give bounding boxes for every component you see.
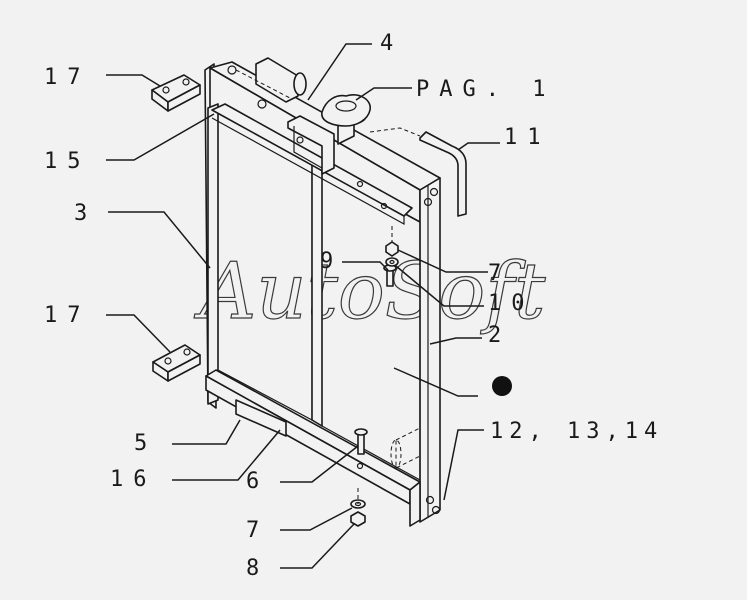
callout-6: 6 xyxy=(246,469,269,494)
callout-9: 9 xyxy=(320,249,343,274)
callout-10: 10 xyxy=(488,291,535,316)
callout-8: 8 xyxy=(246,556,269,581)
callout-15: 15 xyxy=(44,149,91,174)
callout-pag-1: PAG. 1 xyxy=(416,77,555,102)
callout-2: 2 xyxy=(488,323,511,348)
marker-dot xyxy=(492,376,512,396)
callout-3: 3 xyxy=(74,201,97,226)
callout-5: 5 xyxy=(134,431,157,456)
callout-11: 11 xyxy=(504,125,551,150)
leader-lines xyxy=(106,43,500,569)
callout-17-bottom: 17 xyxy=(44,303,91,328)
callout-16: 16 xyxy=(110,467,157,492)
callout-12-13-14: 12, 13,14 xyxy=(490,419,663,444)
callout-7-top: 7 xyxy=(488,261,511,286)
callout-17-top: 17 xyxy=(44,65,91,90)
mounting-pad-top xyxy=(151,74,201,112)
callout-7-bottom: 7 xyxy=(246,518,269,543)
radiator-assembly xyxy=(204,57,467,527)
callout-4: 4 xyxy=(380,31,403,56)
fasteners xyxy=(350,226,399,527)
mounting-pad-bottom xyxy=(152,344,201,382)
